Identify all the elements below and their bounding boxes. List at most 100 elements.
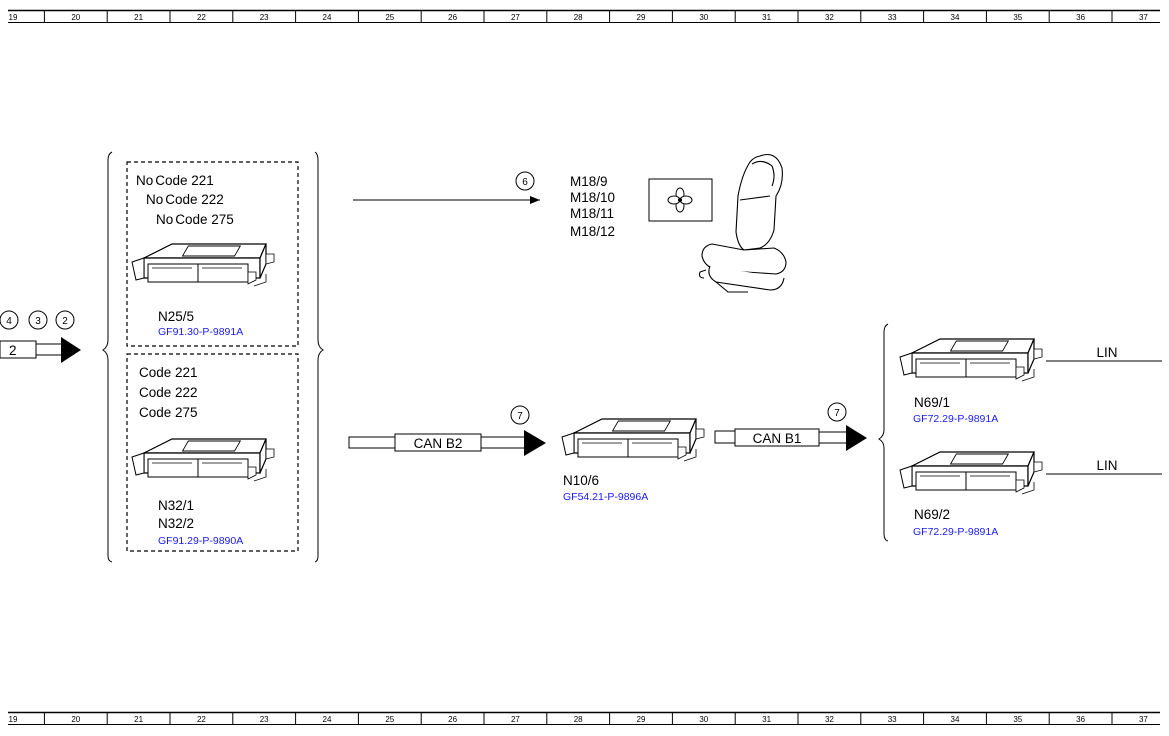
top-ruler-number: 37 — [1139, 13, 1148, 22]
bottom-ruler-number: 24 — [323, 715, 332, 724]
circle-7-can-b1: 7 — [827, 402, 847, 422]
svg-text:3: 3 — [35, 316, 41, 327]
can-b1-arrow-icon — [846, 425, 867, 451]
module-n32-2: N32/2 — [158, 516, 194, 531]
ref-n69-2[interactable]: GF72.29-P-9891A — [913, 526, 998, 538]
bottom-ruler-number: 34 — [951, 715, 960, 724]
input-arrow-icon — [61, 337, 81, 363]
top-ruler-number: 23 — [260, 13, 269, 22]
motor-m18-9: M18/9 — [570, 174, 608, 189]
bottom-ruler-number: 25 — [385, 715, 394, 724]
control-unit-n10-6: N10/6 GF54.21-P-9896A — [561, 418, 705, 503]
control-unit-n32-icon — [131, 438, 275, 482]
ref-n69-1[interactable]: GF72.29-P-9891A — [913, 413, 998, 425]
can-b2-arrow-icon — [524, 430, 546, 456]
top-ruler-number: 30 — [699, 13, 708, 22]
bottom-ruler-number: 20 — [71, 715, 80, 724]
can-b2-link: CAN B2 7 — [348, 405, 546, 456]
svg-text:7: 7 — [517, 411, 523, 422]
bottom-ruler-number: 29 — [637, 715, 646, 724]
control-unit-n69-2: N69/2 GF72.29-P-9891A LIN — [899, 451, 1162, 538]
motor-m18-12: M18/12 — [570, 224, 615, 239]
motor-m18-11: M18/11 — [570, 206, 614, 221]
lin-label-2: LIN — [1096, 458, 1117, 473]
top-ruler-number: 26 — [448, 13, 457, 22]
ref-n25-5[interactable]: GF91.30-P-9891A — [158, 326, 243, 338]
bottom-ruler-number: 22 — [197, 715, 206, 724]
circle-4: 4 — [0, 310, 19, 330]
circle-7-can-b2: 7 — [510, 405, 530, 425]
left-input: 4 3 2 2 — [0, 310, 81, 363]
svg-text:6: 6 — [522, 177, 528, 188]
ref-n32[interactable]: GF91.29-P-9890A — [158, 535, 243, 547]
bottom-ruler-number: 27 — [511, 715, 520, 724]
bottom-ruler-number: 28 — [574, 715, 583, 724]
top-ruler-number: 21 — [134, 13, 143, 22]
top-ruler-number: 22 — [197, 13, 206, 22]
top-ruler-number: 32 — [825, 13, 834, 22]
code-221: Code 221 — [139, 365, 198, 380]
control-unit-n10-6-icon — [561, 418, 705, 462]
bottom-ruler: 19 20 21 22 23 24 25 26 27 28 29 30 31 32 33 34 35 36 37 — [8, 711, 1160, 725]
control-unit-n69-1-icon — [899, 338, 1043, 382]
seat-icon — [698, 153, 787, 293]
control-unit-n69-1: N69/1 GF72.29-P-9891A LIN — [899, 338, 1162, 425]
top-ruler-number: 35 — [1013, 13, 1022, 22]
svg-text:2: 2 — [62, 316, 68, 327]
bottom-ruler-number: 19 — [9, 715, 18, 724]
module-n69-1: N69/1 — [914, 395, 950, 410]
bottom-ruler-number: 31 — [762, 715, 771, 724]
top-ruler-number: 29 — [637, 13, 646, 22]
lin-label-1: LIN — [1096, 345, 1117, 360]
module-n69-2: N69/2 — [914, 507, 950, 522]
top-ruler: 19 20 21 22 23 24 25 26 27 28 29 30 31 32 33 34 35 36 37 — [8, 9, 1160, 23]
top-ruler-number: 33 — [888, 13, 897, 22]
top-ruler-number: 34 — [951, 13, 960, 22]
alternatives-brace — [102, 151, 324, 563]
top-ruler-number: 19 — [9, 13, 18, 22]
bottom-ruler-number: 32 — [825, 715, 834, 724]
input-arrow-label: 2 — [9, 343, 17, 358]
module-n10-6: N10/6 — [563, 473, 599, 488]
group-lower: Code 221 Code 222 Code 275 N32/1 N32/2 G… — [126, 353, 299, 552]
bottom-ruler-number: 30 — [699, 715, 708, 724]
can-b1-label: CAN B1 — [753, 431, 802, 446]
control-unit-n69-2-icon — [899, 451, 1043, 495]
can-b2-label: CAN B2 — [414, 436, 463, 451]
top-ruler-number: 31 — [762, 13, 771, 22]
fan-icon — [648, 178, 713, 222]
motor-m18-10: M18/10 — [570, 190, 615, 205]
bottom-ruler-number: 23 — [260, 715, 269, 724]
bottom-ruler-number: 33 — [888, 715, 897, 724]
ref-n10-6[interactable]: GF54.21-P-9896A — [563, 491, 648, 503]
right-brace — [878, 323, 889, 542]
code-275: Code 275 — [139, 405, 198, 420]
module-n25-5: N25/5 — [158, 309, 194, 324]
top-ruler-number: 20 — [71, 13, 80, 22]
svg-text:7: 7 — [834, 408, 840, 419]
seat-link: 6 M18/9 M18/10 M18/11 M18/12 — [353, 153, 787, 293]
module-n32-1: N32/1 — [158, 498, 194, 513]
bottom-ruler-number: 21 — [134, 715, 143, 724]
top-ruler-number: 24 — [323, 13, 332, 22]
can-b1-link: CAN B1 7 — [714, 402, 867, 451]
bottom-ruler-number: 36 — [1076, 715, 1085, 724]
top-ruler-number: 27 — [511, 13, 520, 22]
top-ruler-number: 28 — [574, 13, 583, 22]
bottom-ruler-number: 35 — [1013, 715, 1022, 724]
svg-text:4: 4 — [6, 316, 12, 327]
bottom-ruler-number: 37 — [1139, 715, 1148, 724]
circle-3: 3 — [28, 310, 48, 330]
bottom-ruler-number: 26 — [448, 715, 457, 724]
control-unit-n25-5-icon — [131, 243, 275, 287]
circle-2: 2 — [55, 310, 75, 330]
circle-6: 6 — [515, 171, 535, 191]
top-ruler-number: 25 — [385, 13, 394, 22]
code-222: Code 222 — [139, 385, 198, 400]
top-ruler-number: 36 — [1076, 13, 1085, 22]
